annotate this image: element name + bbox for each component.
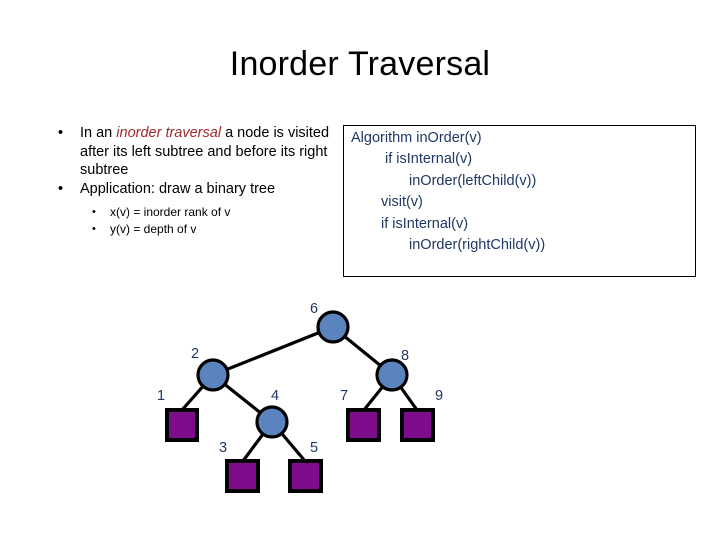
algorithm-line: visit(v) <box>381 194 423 211</box>
tree-edge-n6-n8 <box>331 325 394 377</box>
tree-node-labels: 1 3 5 7 9 6 2 8 4 <box>157 301 443 456</box>
tree-leaf-node-5 <box>288 459 323 493</box>
algorithm-pseudocode-box: Algorithm inOrder(v) if isInternal(v) in… <box>343 125 696 277</box>
tree-internal-node-2 <box>196 358 230 392</box>
sub-bullet-list: • x(v) = inorder rank of v • y(v) = dept… <box>48 204 348 238</box>
bullet-list: • In an inorder traversal a node is visi… <box>48 124 348 238</box>
sub-bullet-item-x: • x(v) = inorder rank of v <box>92 204 348 221</box>
tree-node-label-5: 5 <box>310 440 318 456</box>
tree-node-label-9: 9 <box>435 388 443 404</box>
tree-internal-node-8 <box>375 358 409 392</box>
bullet-text-emphasis: inorder traversal <box>116 125 222 141</box>
tree-internal-node-6 <box>316 310 350 344</box>
bullet-text-prefix: In an <box>80 125 117 141</box>
algorithm-line: inOrder(leftChild(v)) <box>409 172 537 189</box>
bullet-text: Application: draw a binary tree <box>80 180 276 197</box>
tree-leaf-node-1 <box>165 408 199 442</box>
bullet-item-application: • Application: draw a binary tree <box>48 180 348 199</box>
algorithm-line: inOrder(rightChild(v)) <box>409 237 546 254</box>
sub-bullet-text: y(v) = depth of v <box>110 222 197 236</box>
bullet-text-suffix: a node is visited after its left subtree… <box>80 125 330 178</box>
page-title: Inorder Traversal <box>229 45 491 83</box>
tree-leaf-node-9 <box>400 408 435 442</box>
tree-node-label-2: 2 <box>191 346 199 362</box>
bullet-marker: • <box>58 180 64 197</box>
sub-bullet-marker: • <box>92 206 96 218</box>
tree-node-label-1: 1 <box>157 388 165 404</box>
tree-internal-node-4 <box>255 405 289 439</box>
bullet-text: In an inorder traversal a node is visite… <box>80 124 348 180</box>
tree-edge-n4-l5 <box>270 420 307 463</box>
sub-bullet-text: x(v) = inorder rank of v <box>110 205 231 219</box>
tree-leaf-node-3 <box>225 459 260 493</box>
tree-internal-nodes <box>196 310 409 439</box>
tree-node-label-3: 3 <box>219 440 227 456</box>
algorithm-lines: Algorithm inOrder(v) if isInternal(v) in… <box>351 128 691 256</box>
algorithm-line: if isInternal(v) <box>385 151 473 168</box>
tree-edge-n2-l1 <box>180 373 215 412</box>
algorithm-line: Algorithm inOrder(v) <box>351 130 482 146</box>
tree-node-label-6: 6 <box>310 301 318 317</box>
tree-edge-n8-l7 <box>362 373 394 412</box>
bullet-item-definition: • In an inorder traversal a node is visi… <box>48 124 348 180</box>
tree-edges <box>180 325 419 463</box>
tree-node-label-8: 8 <box>401 348 409 364</box>
tree-edge-n4-l3 <box>241 420 274 463</box>
tree-edge-n2-n4 <box>211 373 274 424</box>
tree-node-label-7: 7 <box>340 388 348 404</box>
tree-edge-n8-l9 <box>390 373 419 412</box>
sub-bullet-marker: • <box>92 223 96 235</box>
tree-edge-n6-n2 <box>211 325 335 377</box>
tree-leaf-nodes <box>165 408 435 493</box>
algorithm-line: if isInternal(v) <box>381 215 469 232</box>
sub-bullet-item-y: • y(v) = depth of v <box>92 221 348 238</box>
tree-node-label-4: 4 <box>271 388 279 404</box>
tree-leaf-node-7 <box>346 408 381 442</box>
bullet-marker: • <box>58 125 64 141</box>
